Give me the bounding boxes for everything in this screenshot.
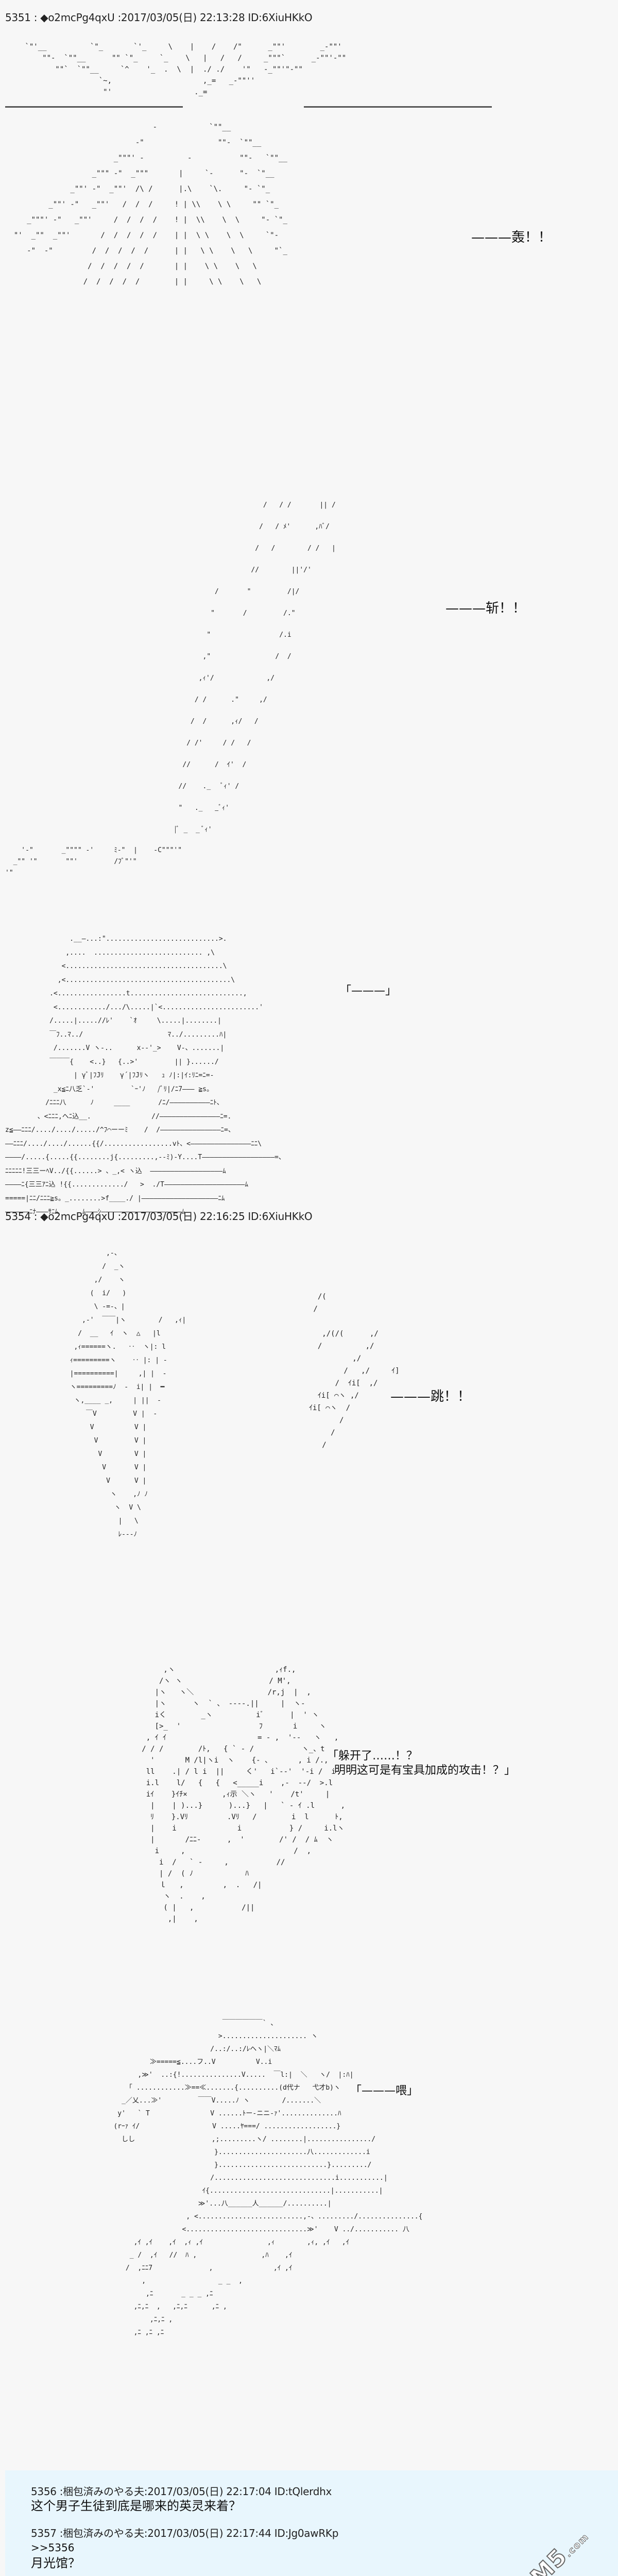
- comments-section: 5356 :梱包済みのやる夫:2017/03/05(日) 22:17:04 ID…: [5, 2470, 618, 2576]
- dialog-hey: 「———喂」: [350, 2084, 419, 2097]
- aa-slash: / / / || / / / ﾒ' ,ﾊﾞ/ / / / / |: [174, 501, 336, 834]
- comment-header: 5357 :梱包済みのやる夫:2017/03/05(日) 22:17:44 ID…: [31, 2527, 339, 2539]
- horizon-line-left: [5, 106, 183, 108]
- sfx-jump: ———跳！！: [390, 1389, 471, 1404]
- sfx-boom: ———轰！！: [471, 230, 552, 245]
- aa-jump-lines: /( / ,/(/( ,/ / ,/ ,/ / ,/ ｲ] / ｲi[ ,/ ｲ…: [309, 1293, 400, 1449]
- sfx-slash: ———斩！！: [445, 601, 526, 616]
- dialog-ellipsis: 「———」: [340, 985, 397, 997]
- comment-text: 这个男子生徒到底是哪来的英灵来着？: [31, 2499, 241, 2513]
- post-header-5351: 5351 : ◆o2mcPg4qxU :2017/03/05(日) 22:13:…: [5, 11, 313, 24]
- aa-burst-bottom: - `""__ -" ""- `""__ _"""' - - ""- `""__…: [13, 123, 287, 286]
- aa-character-2: ,-、 / _ヽ ,/ ヽ ( i/ ) \ -=-、| ,-' ￣￣|ヽ / …: [70, 1249, 186, 1538]
- horizon-line-right: [304, 106, 492, 108]
- aa-burst-top: `"'__ `"_ `'_ \ | / /" _""' _-""' ""- `"…: [25, 43, 347, 96]
- aa-character-3: ,ヽ ,ｨf., /ヽ ヽ / M', |ヽ ヽ＼ /r,j | , |ヽ ヽ …: [142, 1666, 346, 1923]
- aa-slash-tail: '-" _"""" -' ﾐ-" | -C"""'" _"" '" ""' /ﾌ…: [5, 846, 182, 877]
- aa-character-1: .__—...:"............................>. …: [5, 935, 285, 1216]
- post-header-5354: 5354 : ◆o2mcPg4qxU :2017/03/05(日) 22:16:…: [5, 1210, 313, 1223]
- comment-reply-link[interactable]: >>5356: [31, 2541, 75, 2554]
- aa-character-4: ￣￣￣￣￣￣` 、 >..................... ヽ /..:/…: [113, 2020, 423, 2336]
- dialog-dodged: 「躲开了……！？ 明明这可是有宝具加成的攻击！？」: [327, 1750, 516, 1777]
- comment-5356: 5356 :梱包済みのやる夫:2017/03/05(日) 22:17:04 ID…: [31, 2483, 592, 2514]
- comment-header: 5356 :梱包済みのやる夫:2017/03/05(日) 22:17:04 ID…: [31, 2485, 332, 2498]
- comment-text: 月光馆？: [31, 2556, 80, 2570]
- comment-5357: 5357 :梱包済みのやる夫:2017/03/05(日) 22:17:44 ID…: [31, 2525, 592, 2571]
